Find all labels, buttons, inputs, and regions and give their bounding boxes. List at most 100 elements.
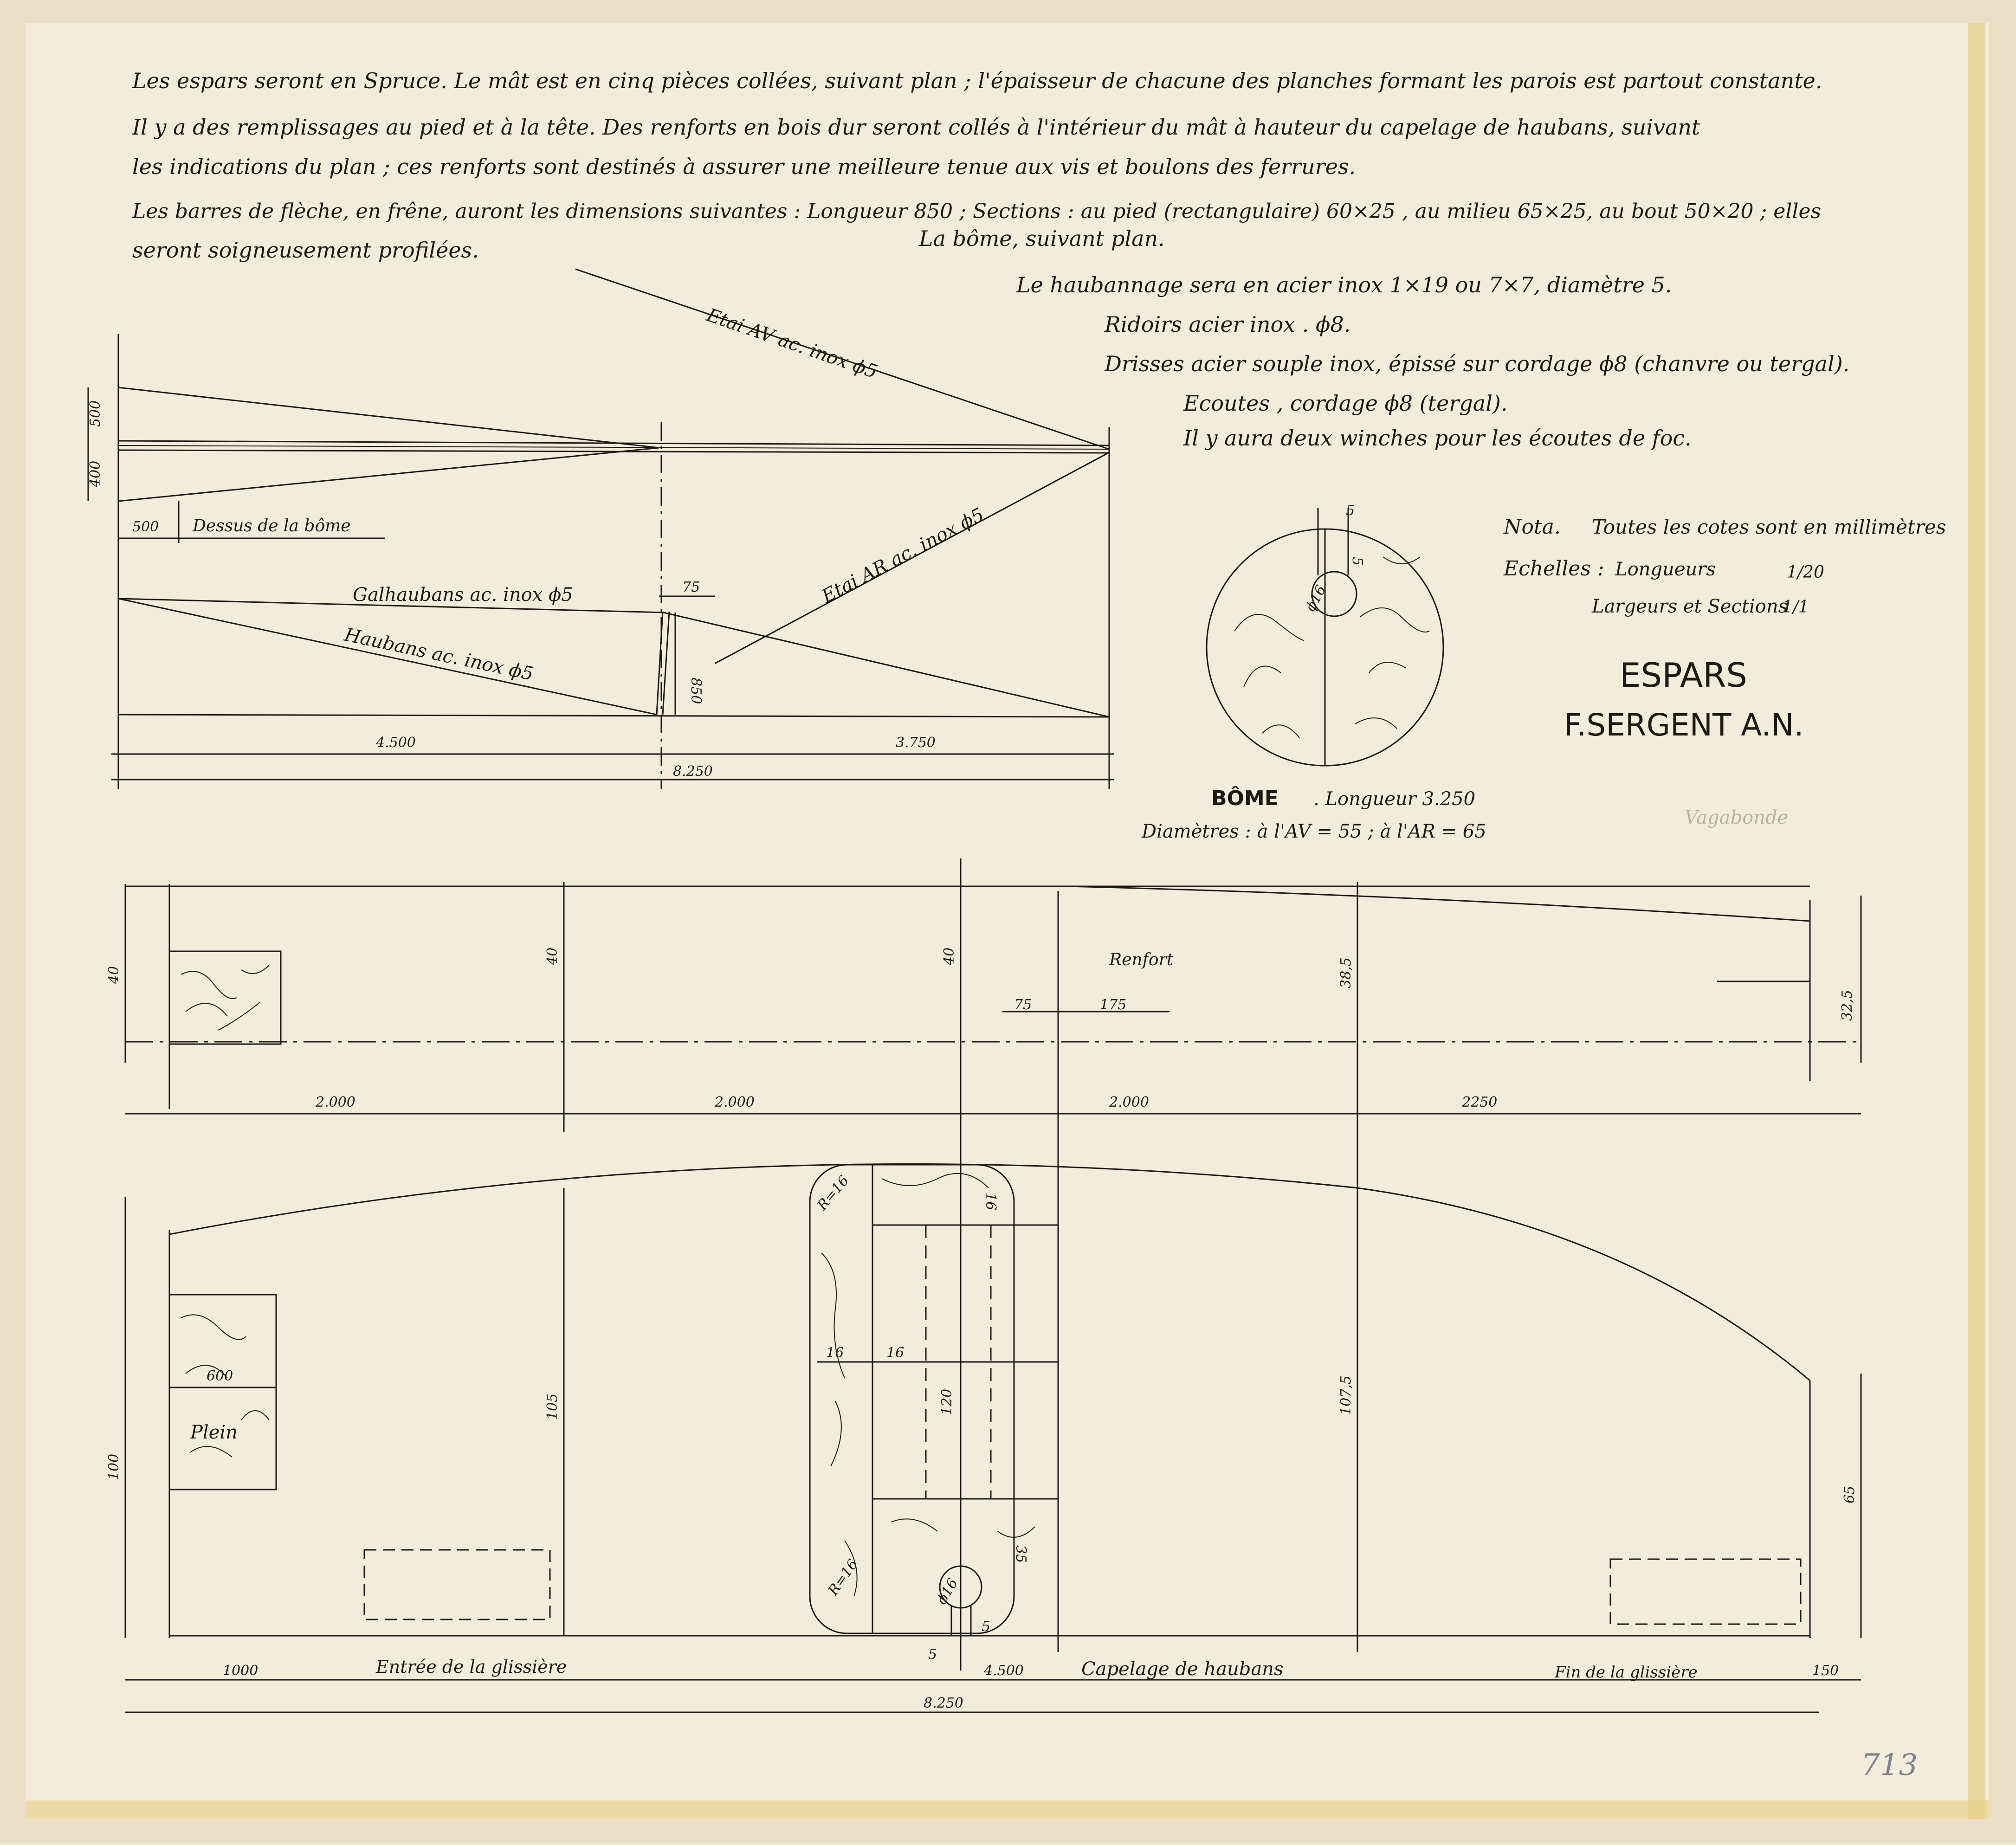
segment-3: 2.000: [1109, 1094, 1149, 1110]
dim-120: 120: [939, 1389, 955, 1415]
segment-2: 2.000: [714, 1094, 755, 1110]
dim-500-left: 500: [132, 519, 159, 535]
longueurs-scale: 1/20: [1787, 563, 1824, 582]
mast-plan-profile: [169, 1163, 1810, 1381]
specification-notes: Les espars seront en Spruce. Le mât est …: [132, 68, 1849, 451]
tape-strip-right: [1968, 23, 1985, 1819]
foot-filler-block: [168, 1294, 277, 1490]
dim-8250-bottom: 8.250: [924, 1695, 963, 1711]
dim-105: 105: [544, 1393, 561, 1420]
note-line-1: Les espars seront en Spruce. Le mât est …: [132, 68, 1822, 93]
forestay-line: [575, 268, 1110, 450]
spreader-line-b: [662, 611, 670, 715]
cap-shroud-label: Galhaubans ac. inox ϕ5: [353, 584, 573, 606]
note-line-4: Les barres de flèche, en frêne, auront l…: [132, 200, 1821, 223]
sheave-bore: [939, 1565, 982, 1609]
title-legend: Nota. Toutes les cotes sont en millimètr…: [1503, 515, 1946, 1782]
boom-length: . Longueur 3.250: [1313, 788, 1475, 810]
pencil-note: Vagabonde: [1685, 807, 1788, 828]
longueurs-label: Longueurs: [1615, 559, 1716, 580]
nota-text: Toutes les cotes sont en millimètres: [1592, 516, 1946, 538]
dim-3750: 3.750: [896, 735, 936, 751]
plein-label: Plein: [190, 1422, 238, 1443]
renfort-section-outline: [809, 1164, 1015, 1634]
nota-label: Nota.: [1503, 515, 1561, 539]
lower-stay-line: [118, 447, 659, 502]
dim-8250: 8.250: [673, 763, 713, 780]
drawing-title: ESPARS: [1620, 656, 1747, 695]
slide-entry-label: Entrée de la glissière: [375, 1657, 567, 1677]
dim-40b: 40: [544, 948, 561, 966]
dim-65: 65: [1842, 1486, 1858, 1503]
slide-entry-box: [363, 1549, 551, 1620]
dim-850: 850: [688, 677, 704, 704]
mast-elevation: 40 40 40 38,5 32,5 Renfort 75 175 2.000 …: [106, 858, 1862, 1671]
note-line-5a: seront soigneusement profilées.: [132, 238, 479, 263]
boom-label: BÔME: [1211, 786, 1279, 810]
renfort-dim-75: 75: [1014, 997, 1032, 1013]
dim-16-a: 16: [826, 1345, 844, 1361]
segment-1: 2.000: [315, 1094, 355, 1110]
dim-400: 400: [87, 461, 103, 488]
note-line-3: les indications du plan ; ces renforts s…: [132, 154, 1356, 179]
lower-shroud-line: [118, 598, 657, 716]
rigging-note-5: Il y aura deux winches pour les écoutes …: [1183, 426, 1692, 451]
echelles-label: Echelles :: [1503, 557, 1604, 581]
cap-shroud-line: [118, 598, 664, 613]
dim-38-5: 38,5: [1338, 957, 1354, 988]
mast-centerline: [118, 445, 1110, 450]
top-filler-block: [168, 950, 282, 1045]
dim-5-a: 5: [928, 1646, 937, 1663]
segment-4: 2250: [1461, 1094, 1497, 1110]
dim-16-b: 16: [886, 1345, 904, 1361]
rigging-note-3: Drisses acier souple inox, épissé sur co…: [1104, 351, 1849, 376]
dim-150: 150: [1812, 1663, 1839, 1679]
dim-107-5: 107,5: [1338, 1375, 1354, 1415]
rigging-note-1: Le haubannage sera en acier inox 1×19 ou…: [1016, 272, 1672, 297]
boom-dim-5: 5: [1346, 503, 1355, 519]
dim-40c: 40: [941, 948, 957, 966]
dim-75: 75: [682, 579, 700, 595]
tape-strip-bottom: [26, 1800, 1989, 1819]
dim-600: 600: [207, 1368, 233, 1384]
dim-1000: 1000: [223, 1663, 258, 1679]
mast-top-taper: [1067, 885, 1810, 922]
capelage-label: Capelage de haubans: [1081, 1658, 1283, 1680]
foot-filler-grain: [181, 1314, 270, 1458]
dim-40a: 40: [106, 966, 122, 984]
renfort-grain: [821, 1173, 1035, 1597]
boom-diameters: Diamètres : à l'AV = 55 ; à l'AR = 65: [1141, 821, 1486, 842]
boom-dim-5b: 5: [1349, 557, 1365, 566]
dim-500-top: 500: [87, 400, 103, 427]
renfort-dim-175: 175: [1100, 997, 1126, 1013]
dim-35: 35: [1013, 1545, 1029, 1563]
renfort-label: Renfort: [1109, 950, 1174, 969]
drawing-author: F.SERGENT A.N.: [1564, 707, 1804, 743]
upper-stay-line: [118, 387, 659, 449]
boom-section-detail: 5 5 ϕ16 BÔME . Longueur 3.250 Diamètres …: [1141, 503, 1486, 842]
dim-16-top: 16: [982, 1193, 999, 1210]
dim-32-5: 32,5: [1839, 990, 1855, 1021]
slide-end-box: [1609, 1558, 1802, 1625]
backstay-line: [714, 452, 1110, 664]
aft-shroud-line: [663, 612, 1110, 718]
note-line-5b: La bôme, suivant plan.: [918, 226, 1165, 251]
mast-profile-bottom: [118, 449, 1110, 454]
note-line-2: Il y a des remplissages au pied et à la …: [132, 115, 1700, 140]
largeurs-label: Largeurs et Sections: [1591, 596, 1788, 617]
boom-section-bore: [1311, 571, 1357, 617]
rigging-note-4: Ecoutes , cordage ϕ8 (tergal).: [1183, 391, 1508, 416]
dim-4500: 4.500: [375, 735, 416, 751]
slide-end-label: Fin de la glissière: [1554, 1663, 1698, 1682]
sheet-number: 713: [1861, 1748, 1918, 1782]
dim-100: 100: [106, 1454, 122, 1480]
wood-grain-pattern: [1234, 556, 1430, 738]
tracing-paper: [26, 23, 1989, 1819]
dim-4500-bottom: 4.500: [983, 1663, 1024, 1679]
largeurs-scale: 1/1: [1782, 598, 1809, 617]
dim-5-b: 5: [982, 1619, 990, 1635]
deck-line: [118, 714, 1110, 718]
rigging-note-2: Ridoirs acier inox . ϕ8.: [1104, 312, 1350, 337]
